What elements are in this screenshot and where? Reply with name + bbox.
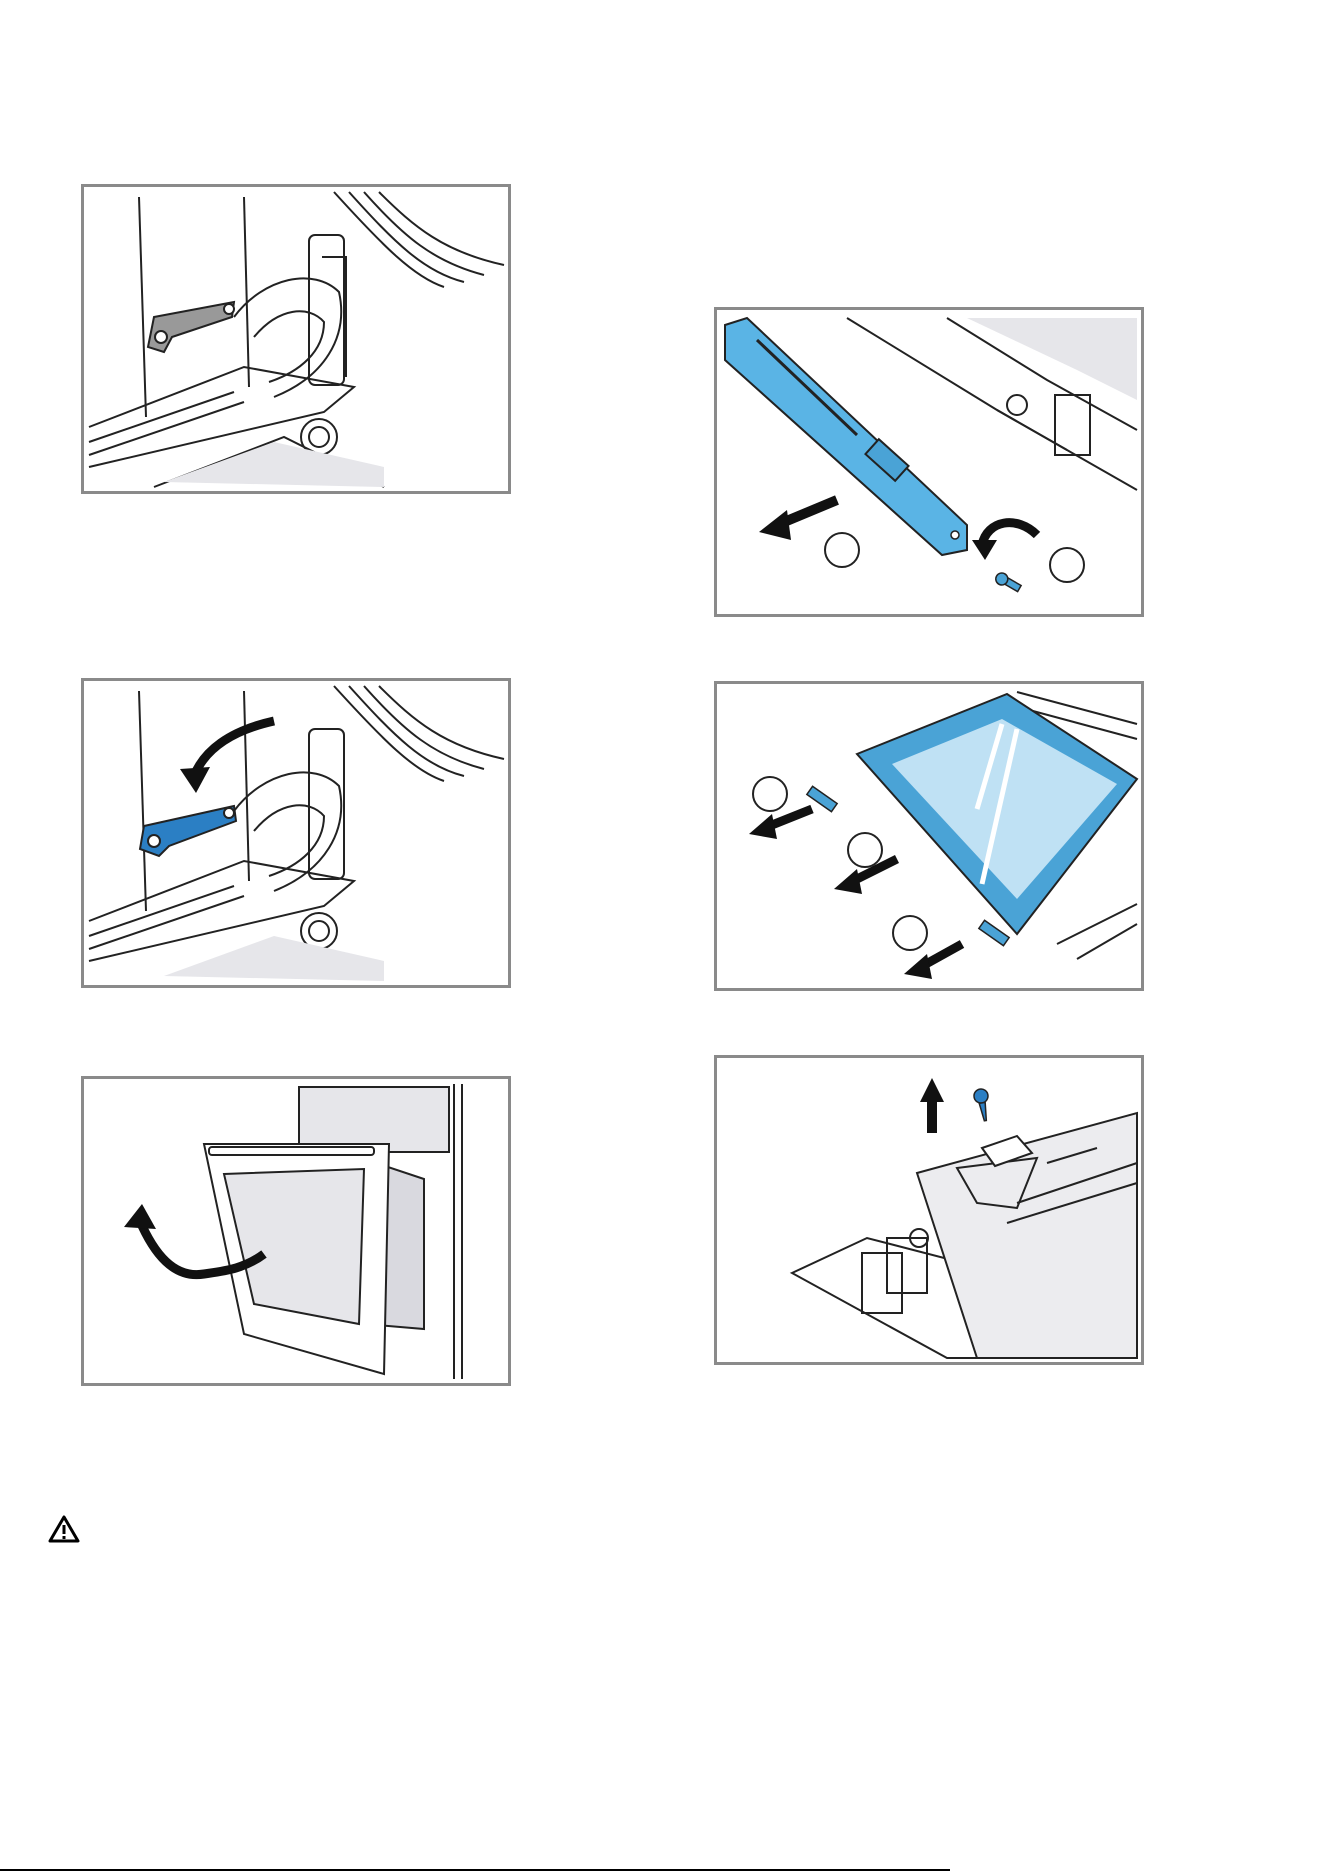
footer-rule: [0, 1869, 950, 1871]
trim-strip-illustration: [717, 310, 1141, 614]
fig-remove-retaining-clip: [714, 1055, 1144, 1365]
callout-3: [893, 916, 927, 950]
screw-icon: [994, 571, 1023, 594]
callout-2: [848, 833, 882, 867]
oven-door-illustration: [84, 1079, 508, 1383]
screw-icon: [973, 1088, 992, 1122]
fig-hinge-lever-closed: [81, 184, 511, 494]
hinge-lever-folded-illustration: [84, 681, 508, 985]
retaining-clip-illustration: [717, 1058, 1141, 1362]
callout-1: [825, 533, 859, 567]
warning-triangle-icon: [48, 1515, 80, 1543]
fig-door-lift-off: [81, 1076, 511, 1386]
fig-remove-trim-strip: [714, 307, 1144, 617]
callout-2: [1050, 548, 1084, 582]
fig-remove-glass-pane: [714, 681, 1144, 991]
hinge-lever: [148, 302, 234, 352]
callout-1: [753, 777, 787, 811]
trim-strip-blue: [725, 318, 967, 555]
glass-pane-illustration: [717, 684, 1141, 988]
hinge-lever-blue: [140, 806, 236, 856]
fig-hinge-lever-folded: [81, 678, 511, 988]
hinge-lever-illustration: [84, 187, 508, 491]
